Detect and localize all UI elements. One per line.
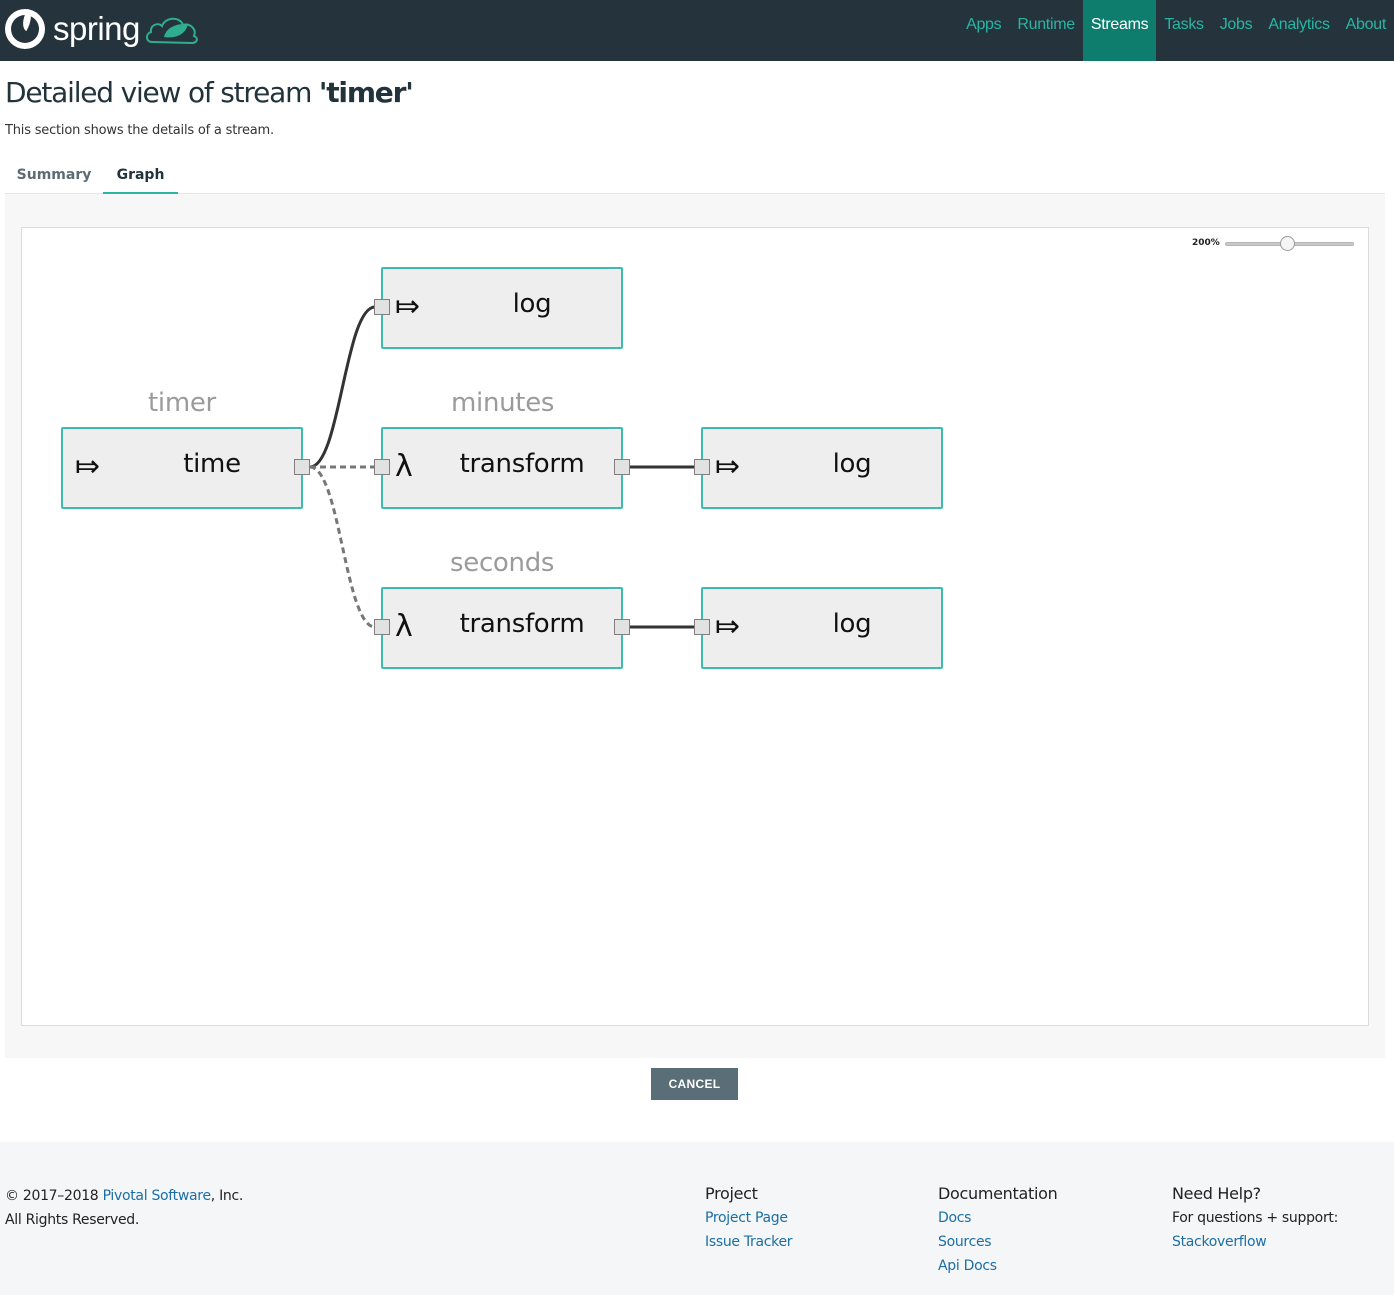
zoom-label: 200% xyxy=(1192,238,1220,248)
graph-panel: 200% timer minutes seconds ⤇ time ⤇ log xyxy=(5,194,1385,1058)
footer-project: Project Project Page Issue Tracker xyxy=(705,1182,793,1254)
detail-tabs: Summary Graph xyxy=(5,158,1385,194)
node-label-log-top: log xyxy=(512,289,552,319)
node-label-log-minutes: log xyxy=(832,449,872,479)
source-arrow-icon: ⤇ xyxy=(75,449,101,484)
page-subtitle: This section shows the details of a stre… xyxy=(5,123,274,138)
node-label-transform-seconds: transform xyxy=(459,609,585,639)
docs-link[interactable]: Docs xyxy=(938,1210,972,1226)
sink-arrow-icon: ⤇ xyxy=(715,449,741,484)
sources-link[interactable]: Sources xyxy=(938,1234,992,1250)
port-transform-minutes-in[interactable] xyxy=(374,459,390,475)
port-transform-seconds-out[interactable] xyxy=(614,619,630,635)
link-time-to-log-top xyxy=(309,305,376,469)
spring-power-icon xyxy=(5,8,45,49)
footer-documentation: Documentation Docs Sources Api Docs xyxy=(938,1182,1058,1278)
node-label-transform-minutes: transform xyxy=(459,449,585,479)
group-label-minutes: minutes xyxy=(451,388,555,418)
top-navbar: spring Apps Runtime Streams Tasks Jobs A… xyxy=(0,0,1394,61)
issue-tracker-link[interactable]: Issue Tracker xyxy=(705,1234,793,1250)
node-log-top[interactable]: ⤇ log xyxy=(381,267,623,349)
cancel-button[interactable]: CANCEL xyxy=(651,1068,738,1100)
node-log-seconds[interactable]: ⤇ log xyxy=(701,587,943,669)
footer-project-title: Project xyxy=(705,1184,758,1203)
node-log-minutes[interactable]: ⤇ log xyxy=(701,427,943,509)
node-transform-minutes[interactable]: λ transform xyxy=(381,427,623,509)
nav-runtime[interactable]: Runtime xyxy=(1017,16,1075,33)
link-time-to-transform-seconds xyxy=(309,465,376,629)
tab-graph[interactable]: Graph xyxy=(103,158,178,194)
node-label-log-seconds: log xyxy=(832,609,872,639)
lambda-icon: λ xyxy=(395,609,413,644)
copyright-suffix: , Inc. xyxy=(210,1188,244,1204)
nav-tasks[interactable]: Tasks xyxy=(1164,16,1204,33)
tab-summary[interactable]: Summary xyxy=(16,167,92,183)
lambda-icon: λ xyxy=(395,449,413,484)
zoom-slider-thumb[interactable] xyxy=(1280,236,1295,251)
copyright-prefix: © 2017–2018 xyxy=(5,1188,103,1204)
nav-apps[interactable]: Apps xyxy=(966,16,1002,33)
port-time-out[interactable] xyxy=(294,459,310,475)
footer-help-text: For questions + support: xyxy=(1172,1210,1339,1226)
footer-copyright: © 2017–2018 Pivotal Software, Inc. All R… xyxy=(5,1184,243,1232)
stream-graph-canvas[interactable]: 200% timer minutes seconds ⤇ time ⤇ log xyxy=(21,227,1369,1026)
graph-links xyxy=(309,305,695,629)
group-label-seconds: seconds xyxy=(450,548,555,578)
rights-reserved: All Rights Reserved. xyxy=(5,1212,140,1228)
project-page-link[interactable]: Project Page xyxy=(705,1210,788,1226)
sink-arrow-icon: ⤇ xyxy=(715,609,741,644)
spring-logo[interactable]: spring xyxy=(5,8,200,50)
main-nav: Apps Runtime Streams Tasks Jobs Analytic… xyxy=(958,0,1394,61)
port-transform-minutes-out[interactable] xyxy=(614,459,630,475)
api-docs-link[interactable]: Api Docs xyxy=(938,1258,997,1274)
nav-jobs[interactable]: Jobs xyxy=(1219,16,1253,33)
node-transform-seconds[interactable]: λ transform xyxy=(381,587,623,669)
port-log-seconds-in[interactable] xyxy=(694,619,710,635)
pivotal-link[interactable]: Pivotal Software xyxy=(102,1188,212,1204)
node-time[interactable]: ⤇ time xyxy=(61,427,303,509)
brand-name: spring xyxy=(53,10,140,47)
port-log-top-in[interactable] xyxy=(374,299,390,315)
nav-streams[interactable]: Streams xyxy=(1082,0,1157,61)
footer-help: Need Help? For questions + support: Stac… xyxy=(1172,1182,1338,1254)
page-title: Detailed view of stream 'timer' xyxy=(5,76,414,109)
port-transform-seconds-in[interactable] xyxy=(374,619,390,635)
footer-help-title: Need Help? xyxy=(1172,1184,1261,1203)
page-title-prefix: Detailed view of stream xyxy=(5,76,319,109)
node-label-time: time xyxy=(183,449,241,479)
nav-about[interactable]: About xyxy=(1345,16,1387,33)
page-title-stream: 'timer' xyxy=(318,76,414,109)
sink-arrow-icon: ⤇ xyxy=(395,289,421,324)
stackoverflow-link[interactable]: Stackoverflow xyxy=(1172,1234,1267,1250)
group-label-timer: timer xyxy=(148,388,216,418)
port-log-minutes-in[interactable] xyxy=(694,459,710,475)
footer: © 2017–2018 Pivotal Software, Inc. All R… xyxy=(0,1142,1394,1295)
nav-analytics[interactable]: Analytics xyxy=(1268,16,1330,33)
footer-docs-title: Documentation xyxy=(938,1184,1058,1203)
cloud-leaf-icon xyxy=(144,12,200,46)
